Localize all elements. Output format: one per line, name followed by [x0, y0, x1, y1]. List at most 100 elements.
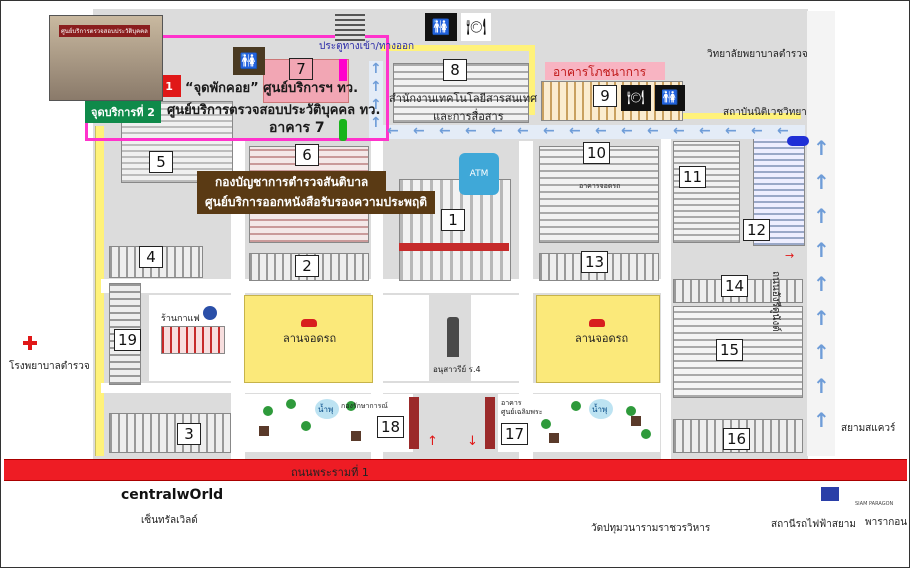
tree-icon	[301, 421, 311, 431]
building-number-2: 2	[295, 255, 319, 277]
house-icon	[351, 431, 361, 441]
inner-road-v1	[231, 141, 245, 461]
rama1-road	[4, 459, 907, 481]
route-line-vertical	[369, 61, 383, 139]
pond-left	[315, 399, 339, 419]
central-world-logo: centralwOrld	[121, 487, 224, 503]
car-icon-right	[589, 319, 605, 327]
blue-arrow-icon: ↑	[813, 170, 830, 194]
grass-block-center-right	[471, 295, 519, 381]
yellow-path-left	[95, 126, 104, 456]
blue-arrow-icon: ↑	[813, 204, 830, 228]
inner-road-v4	[661, 136, 671, 461]
inner-road-v2	[371, 141, 383, 461]
building-number-15: 15	[716, 339, 744, 361]
parking-lot-left	[244, 295, 373, 383]
blue-arrow-icon: ←	[491, 123, 503, 139]
building-number-13: 13	[581, 251, 609, 273]
blue-arrow-icon: ←	[751, 123, 763, 139]
gate-arrow-down-icon: ↓	[467, 434, 478, 449]
building-number-1: 1	[441, 209, 465, 231]
tree-icon	[541, 419, 551, 429]
central-world-label: เซ็นทรัลเวิลด์	[141, 515, 198, 526]
cafe-building	[161, 326, 225, 354]
building-18	[409, 397, 419, 449]
pond-right-label: น้ำพุ	[592, 405, 608, 414]
building-number-8: 8	[443, 59, 467, 81]
blue-arrow-icon: ↑	[813, 136, 830, 160]
tree-icon	[346, 401, 356, 411]
gate-icon	[335, 11, 365, 41]
house-icon	[259, 426, 269, 436]
restaurant-icon: 🍽	[621, 85, 651, 111]
blue-arrow-icon: ↑	[370, 79, 382, 95]
house-icon	[549, 433, 559, 443]
entrance-exit-label: ประตูทางเข้า/ทางออก	[319, 41, 415, 52]
hospital-cross-icon-v	[28, 336, 32, 350]
building-number-4: 4	[139, 246, 163, 268]
monument-label: อนุสาวรีย์ ร.4	[433, 365, 481, 374]
building-11	[673, 141, 740, 243]
canteen-label-bg	[545, 62, 665, 80]
henri-dunant-road-label: ถนนอังรีดูนังต์	[770, 271, 781, 332]
it-office-label-2: และการสื่อสาร	[433, 110, 504, 123]
parking-left-label: ลานจอดรถ	[283, 332, 337, 345]
blue-arrow-icon: ↑	[813, 238, 830, 262]
canteen-label: อาคารโภชนาการ	[553, 65, 647, 79]
cafe-logo-icon	[203, 306, 217, 320]
building-number-12: 12	[743, 219, 771, 241]
blue-arrow-icon: ←	[387, 123, 399, 139]
house-icon	[631, 416, 641, 426]
atm-icon: ATM	[459, 153, 499, 195]
building-number-5: 5	[149, 151, 173, 173]
blue-arrow-icon: ↑	[813, 340, 830, 364]
police-nursing-college-label: วิทยาลัยพยาบาลตำรวจ	[707, 49, 808, 60]
blue-arrow-icon: ←	[413, 123, 425, 139]
gate-arrow-up-icon: ↑	[427, 434, 438, 449]
blue-arrow-icon: ↑	[370, 61, 382, 77]
siam-paragon-logo: SIAM PARAGON	[855, 501, 894, 507]
blue-arrow-icon: ←	[517, 123, 529, 139]
blue-arrow-icon: ↑	[813, 272, 830, 296]
it-office-label-1: สำนักงานเทคโนโลยีสารสนเทศ	[389, 92, 538, 105]
background-check-label: ศูนย์บริการตรวจสอบประวัติบุคคล ทว.	[167, 103, 381, 118]
blue-arrow-icon: ←	[439, 123, 451, 139]
tree-icon	[286, 399, 296, 409]
building-17	[485, 397, 495, 449]
parking-right-label: ลานจอดรถ	[575, 332, 629, 345]
service-point-marker	[339, 119, 347, 141]
blue-arrow-icon: ↑	[813, 408, 830, 432]
restroom-icon: 🚻	[425, 13, 457, 41]
building-18-caption: กองรักษาการณ์	[341, 402, 388, 410]
cafe-label: ร้านกาแฟ	[161, 314, 200, 324]
blue-arrow-icon: ↑	[370, 115, 382, 131]
building-number-16: 16	[723, 428, 751, 450]
statue-icon	[447, 317, 459, 357]
blue-arrow-icon: ←	[725, 123, 737, 139]
yellow-path-top-right	[529, 45, 535, 115]
building-12	[753, 136, 805, 246]
car-icon-left	[301, 319, 317, 327]
wat-pathum-label: วัดปทุมวนารามราชวรวิหาร	[591, 523, 711, 534]
siam-square-label: สยามสแควร์	[841, 423, 896, 434]
blue-arrow-icon: ↑	[813, 306, 830, 330]
pond-right	[589, 399, 613, 419]
bts-siam-label: สถานีรถไฟฟ้าสยาม	[771, 519, 857, 530]
tree-icon	[641, 429, 651, 439]
building-number-9: 9	[593, 85, 617, 107]
yellow-path-top	[381, 45, 531, 51]
blue-arrow-icon: ←	[543, 123, 555, 139]
building-number-19: 19	[114, 329, 142, 351]
building-number-3: 3	[177, 423, 201, 445]
tree-icon	[626, 406, 636, 416]
building-number-10: 10	[583, 142, 611, 164]
route-end-marker	[787, 136, 809, 146]
building-number-14: 14	[721, 275, 749, 297]
bts-logo-icon	[821, 487, 839, 501]
blue-arrow-icon: ←	[595, 123, 607, 139]
building-1-roof	[399, 243, 509, 251]
crime-records-label: กองบัญชาการตำรวจสันติบาล	[197, 171, 387, 194]
blue-arrow-icon: ↑	[813, 374, 830, 398]
service-point-2-label: จุดบริการที่ 2	[85, 101, 161, 123]
